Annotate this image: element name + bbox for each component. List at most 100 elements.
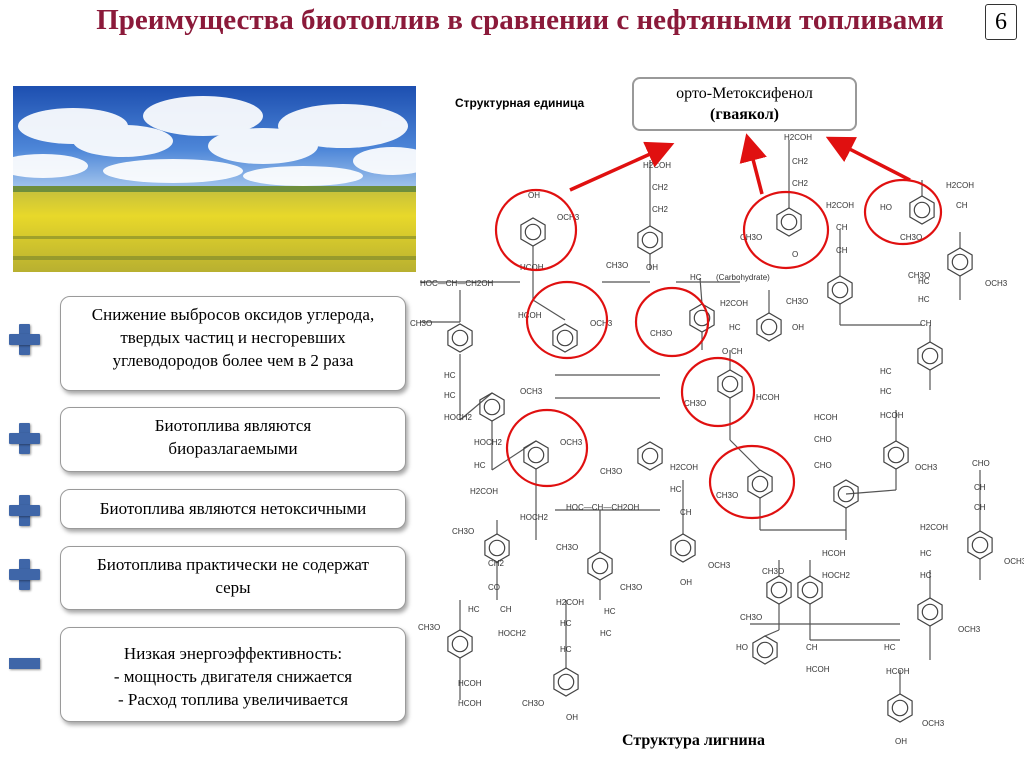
benzene-ring [797,575,823,605]
atom-label: H2COH [720,299,748,308]
atom-label: HC [880,367,892,376]
benzene-ring [523,440,549,470]
benzene-ring [479,392,505,422]
aromatic-circle [488,539,506,557]
plus-icon [9,324,40,355]
structural-unit-label: Структурная единица [455,96,585,110]
benzene-ring [887,693,913,723]
atom-label: HC [918,295,930,304]
aromatic-circle [760,318,778,336]
atom-label: CH3O [522,699,544,708]
atom-label: CH [731,347,743,356]
benzene-ring [766,575,792,605]
aromatic-circle [837,485,855,503]
guaiacol-highlight-circle [494,188,578,272]
atom-label: CH3O [786,297,808,306]
atom-label: HCOH [880,411,904,420]
atom-label: HOCH2 [822,571,851,580]
benzene-ring [447,323,473,353]
benzene-ring [917,341,943,371]
atom-label: CH [974,483,986,492]
atom-label: HCOH [520,263,544,272]
aromatic-circle [556,329,574,347]
atom-label: HCOH [886,667,910,676]
benzene-ring [637,225,663,255]
atom-label: HC [729,323,741,332]
aromatic-circle [451,635,469,653]
benzene-ring [833,479,859,509]
atom-label: H2COH [920,523,948,532]
atom-label: HCOH [458,679,482,688]
atom-label: CH [836,246,848,255]
atom-label: CHO [814,461,832,470]
benzene-ring [909,195,935,225]
guaiacol-box: орто-Метоксифенол (гваякол) [632,77,857,131]
aromatic-circle [451,329,469,347]
atom-label: CH3O [716,491,738,500]
atom-label: HC [920,571,932,580]
atom-label: HCOH [458,699,482,708]
atom-label: CH3O [620,583,642,592]
benzene-ring [752,635,778,665]
atom-label: HC [670,485,682,494]
aromatic-circle [721,375,739,393]
arrow [739,133,767,195]
atom-label: HC [474,461,486,470]
benzene-ring [747,469,773,499]
atom-label: CH [974,503,986,512]
benzene-ring [552,323,578,353]
atom-label: CH3O [900,233,922,242]
atom-label: O [722,347,728,356]
atom-label: HOCH2 [498,629,527,638]
atom-label: HC [468,605,480,614]
atom-label: H2COH [643,161,671,170]
guaiacol-highlight-circle [525,280,609,360]
atom-label: CH [920,319,932,328]
atom-label: (Carbohydrate) [716,273,770,282]
atom-label: CH3O [418,623,440,632]
atom-label: OCH3 [590,319,613,328]
aromatic-circle [801,581,819,599]
atom-label: H2COH [826,201,854,210]
atom-label: H2COH [670,463,698,472]
atom-label: HC [560,645,572,654]
slide-title: Преимущества биотоплив в сравнении с неф… [96,4,944,36]
benzene-ring [827,275,853,305]
atom-label: CH3O [650,329,672,338]
atom-label: OH [792,323,804,332]
plus-icon [9,423,40,454]
atom-label: OCH3 [1004,557,1024,566]
minus-icon [9,658,40,669]
aromatic-circle [921,347,939,365]
atom-label: HCOH [756,393,780,402]
benzene-ring [670,533,696,563]
bond-line [532,299,566,321]
benzene-ring [883,440,909,470]
rapeseed-field-photo [13,86,416,272]
bond-line [764,629,780,637]
atom-label: OH [528,191,540,200]
plus-icon [9,495,40,526]
atom-label: CH3O [684,399,706,408]
aromatic-circle [591,557,609,575]
atom-label: HCOH [814,413,838,422]
atom-label: CHO [972,459,990,468]
benzene-ring [553,667,579,697]
atom-label: HC [444,371,456,380]
atom-label: CH3O [600,467,622,476]
atom-label: OH [566,713,578,722]
atom-label: CH [680,508,692,517]
benzene-ring [637,441,663,471]
guaiacol-highlight-circle [742,190,830,270]
page-number: 6 [985,4,1017,40]
atom-label: HCOH [518,311,542,320]
disadvantage-card: Низкая энергоэффективность: - мощность д… [60,627,406,722]
aromatic-circle [693,309,711,327]
atom-label: OCH3 [557,213,580,222]
arrow [569,141,675,192]
atom-label: CO [488,583,500,592]
aromatic-circle [831,281,849,299]
benzene-ring [520,217,546,247]
atom-label: CH3O [740,613,762,622]
